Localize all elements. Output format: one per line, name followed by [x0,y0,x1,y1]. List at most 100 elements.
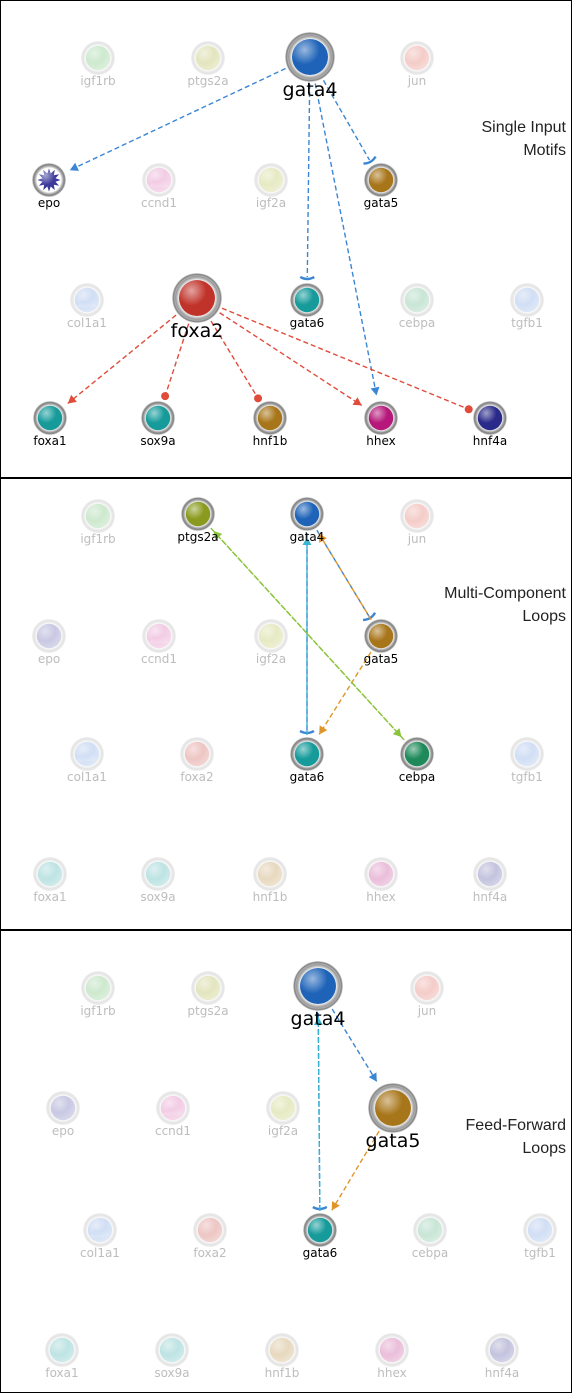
edge-gata5-to-gata6 [331,1130,380,1211]
node-foxa2[interactable]: foxa2 [180,737,214,784]
node-foxa1[interactable]: foxa1 [45,1333,79,1380]
node-label: jun [407,532,427,546]
arrowhead-icon [319,725,328,735]
star-shape-icon [37,168,61,192]
node-foxa2[interactable]: foxa2 [193,1213,227,1260]
node-igf1rb[interactable]: igf1rb [80,499,116,546]
node-ball-icon [417,1217,443,1243]
edge-gata4-to-gata6 [312,1012,328,1211]
node-gata5[interactable]: gata5 [364,619,399,666]
node-cebpa[interactable]: cebpa [412,1213,449,1260]
dot-end-icon [464,405,473,414]
node-tgfb1[interactable]: tgfb1 [510,283,544,330]
node-ptgs2a[interactable]: ptgs2a [177,497,219,544]
node-label: gata5 [364,196,399,210]
node-label: foxa1 [33,890,66,904]
node-label: jun [407,74,427,88]
node-label: hnf4a [485,1366,519,1380]
node-jun[interactable]: jun [400,499,434,546]
node-label: foxa1 [45,1366,78,1380]
node-hnf4a[interactable]: hnf4a [473,857,507,904]
node-label: ptgs2a [187,1004,228,1018]
node-ccnd1[interactable]: ccnd1 [141,619,177,666]
node-label: sox9a [154,1366,189,1380]
node-igf2a[interactable]: igf2a [266,1091,300,1138]
node-ball-icon [37,405,63,431]
node-jun[interactable]: jun [410,971,444,1018]
nodes: igf1rb ptgs2a gata4 jun epo ccnd1 igf2a gata5 co… [32,497,544,904]
node-ball-icon [368,861,394,887]
edge-foxa2-to-hnf1b [210,320,263,403]
node-hnf4a[interactable]: hnf4a [473,401,507,448]
node-hhex[interactable]: hhex [375,1333,409,1380]
node-sox9a[interactable]: sox9a [154,1333,190,1380]
node-hnf1b[interactable]: hnf1b [253,401,288,448]
edge-foxa2-to-foxa1 [67,314,177,404]
star-shape-icon [259,624,283,648]
node-label: sox9a [140,890,175,904]
node-hnf4a[interactable]: hnf4a [485,1333,519,1380]
node-cebpa[interactable]: cebpa [399,283,436,330]
node-ccnd1[interactable]: ccnd1 [141,163,177,210]
node-label: gata4 [290,530,325,544]
panel-title-line: Loops [522,1140,566,1157]
edge-gata4-to-gata5 [331,1008,378,1082]
node-sox9a[interactable]: sox9a [140,857,176,904]
node-epo[interactable]: epo [32,619,66,666]
edge-foxa2-to-hhex [219,312,363,407]
node-gata6[interactable]: gata6 [290,283,325,330]
star-shape-icon [86,976,110,1000]
star-shape-icon [528,1218,552,1242]
node-label: ccnd1 [155,1124,191,1138]
node-label: epo [52,1124,74,1138]
node-ball-icon [307,1217,333,1243]
node-sox9a[interactable]: sox9a [140,401,176,448]
arrowhead-icon [368,1072,377,1082]
node-igf2a[interactable]: igf2a [254,163,288,210]
node-tgfb1[interactable]: tgfb1 [510,737,544,784]
node-foxa1[interactable]: foxa1 [33,401,67,448]
node-hhex[interactable]: hhex [364,857,398,904]
node-gata4[interactable]: gata4 [290,497,325,544]
node-gata5[interactable]: gata5 [366,1083,421,1152]
node-gata6[interactable]: gata6 [290,737,325,784]
node-igf1rb[interactable]: igf1rb [80,41,116,88]
node-ball-icon [292,39,328,75]
node-gata5[interactable]: gata5 [364,163,399,210]
node-label: hhex [377,1366,406,1380]
node-epo[interactable]: epo [46,1091,80,1138]
node-igf2a[interactable]: igf2a [254,619,288,666]
node-jun[interactable]: jun [400,41,434,88]
node-label: hhex [366,890,395,904]
node-gata6[interactable]: gata6 [303,1213,338,1260]
node-foxa2[interactable]: foxa2 [171,273,224,342]
node-col1a1[interactable]: col1a1 [67,283,107,330]
node-gata4[interactable]: gata4 [291,961,346,1030]
node-ptgs2a[interactable]: ptgs2a [187,971,229,1018]
node-label: gata5 [366,1130,421,1152]
node-ccnd1[interactable]: ccnd1 [155,1091,191,1138]
star-shape-icon [271,1096,295,1120]
node-ball-icon [257,405,283,431]
node-hnf1b[interactable]: hnf1b [265,1333,300,1380]
node-cebpa[interactable]: cebpa [399,737,436,784]
node-gata4[interactable]: gata4 [283,32,338,101]
node-col1a1[interactable]: col1a1 [80,1213,120,1260]
node-epo[interactable]: epo [32,163,66,210]
node-label: sox9a [140,434,175,448]
node-col1a1[interactable]: col1a1 [67,737,107,784]
arrowhead-icon [352,397,362,406]
edge-gata4-to-hhex [314,83,380,396]
node-label: gata4 [291,1008,346,1030]
node-hhex[interactable]: hhex [364,401,398,448]
node-label: foxa2 [193,1246,226,1260]
edge-gata4-to-gata6 [299,83,315,281]
node-igf1rb[interactable]: igf1rb [80,971,116,1018]
node-tgfb1[interactable]: tgfb1 [523,1213,557,1260]
node-foxa1[interactable]: foxa1 [33,857,67,904]
node-label: col1a1 [67,316,107,330]
node-ptgs2a[interactable]: ptgs2a [187,41,229,88]
node-hnf1b[interactable]: hnf1b [253,857,288,904]
node-ball-icon [404,503,430,529]
